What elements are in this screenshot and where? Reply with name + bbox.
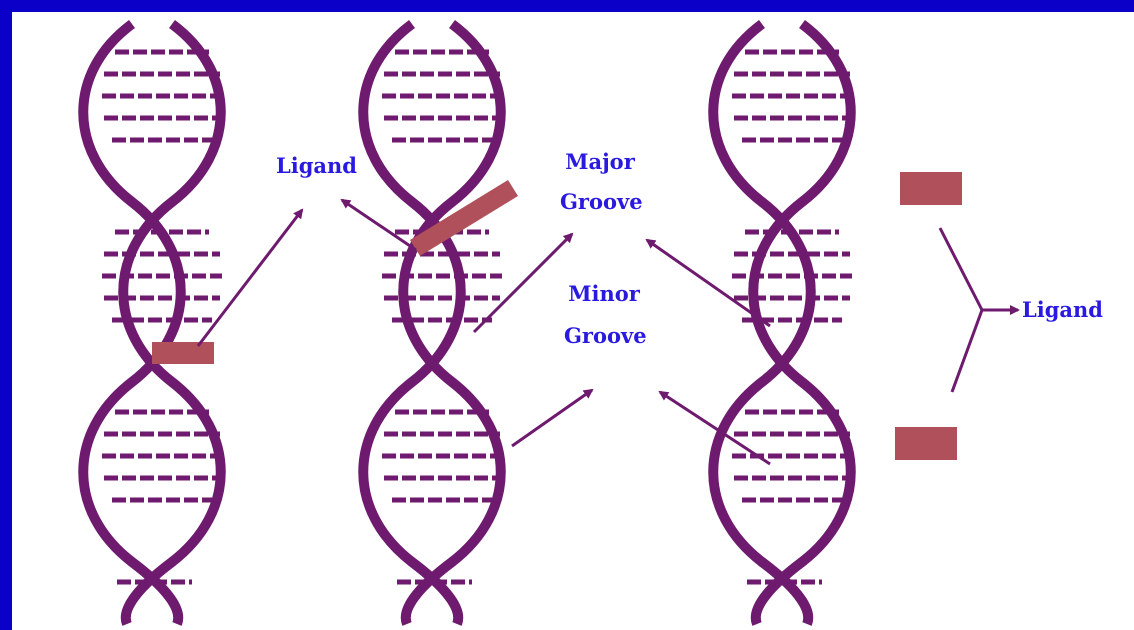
ligand-block-intercalated — [152, 342, 214, 364]
label-ligand-right: Ligand — [1022, 296, 1103, 324]
bracket-right-lower — [952, 310, 982, 392]
dna-binding-diagram — [12, 12, 1134, 630]
label-major-groove-line2: Groove — [560, 188, 640, 216]
slide: Ligand Major Groove Minor Groove Ligand — [12, 12, 1134, 630]
arrow-middle-major-groove — [474, 234, 572, 332]
arrow-middle-minor-groove — [512, 390, 592, 446]
label-major-groove-line1: Major — [560, 148, 640, 176]
bracket-right-upper — [940, 228, 982, 310]
ligand-block-upper — [900, 172, 962, 205]
label-minor-groove-line1: Minor — [564, 280, 644, 308]
arrow-middle-ligand — [342, 200, 416, 250]
ligand-block-lower — [895, 427, 957, 460]
label-ligand-left: Ligand — [276, 152, 357, 180]
label-minor-groove-line2: Groove — [564, 322, 644, 350]
helix-right — [713, 24, 852, 624]
helix-left — [83, 24, 222, 624]
